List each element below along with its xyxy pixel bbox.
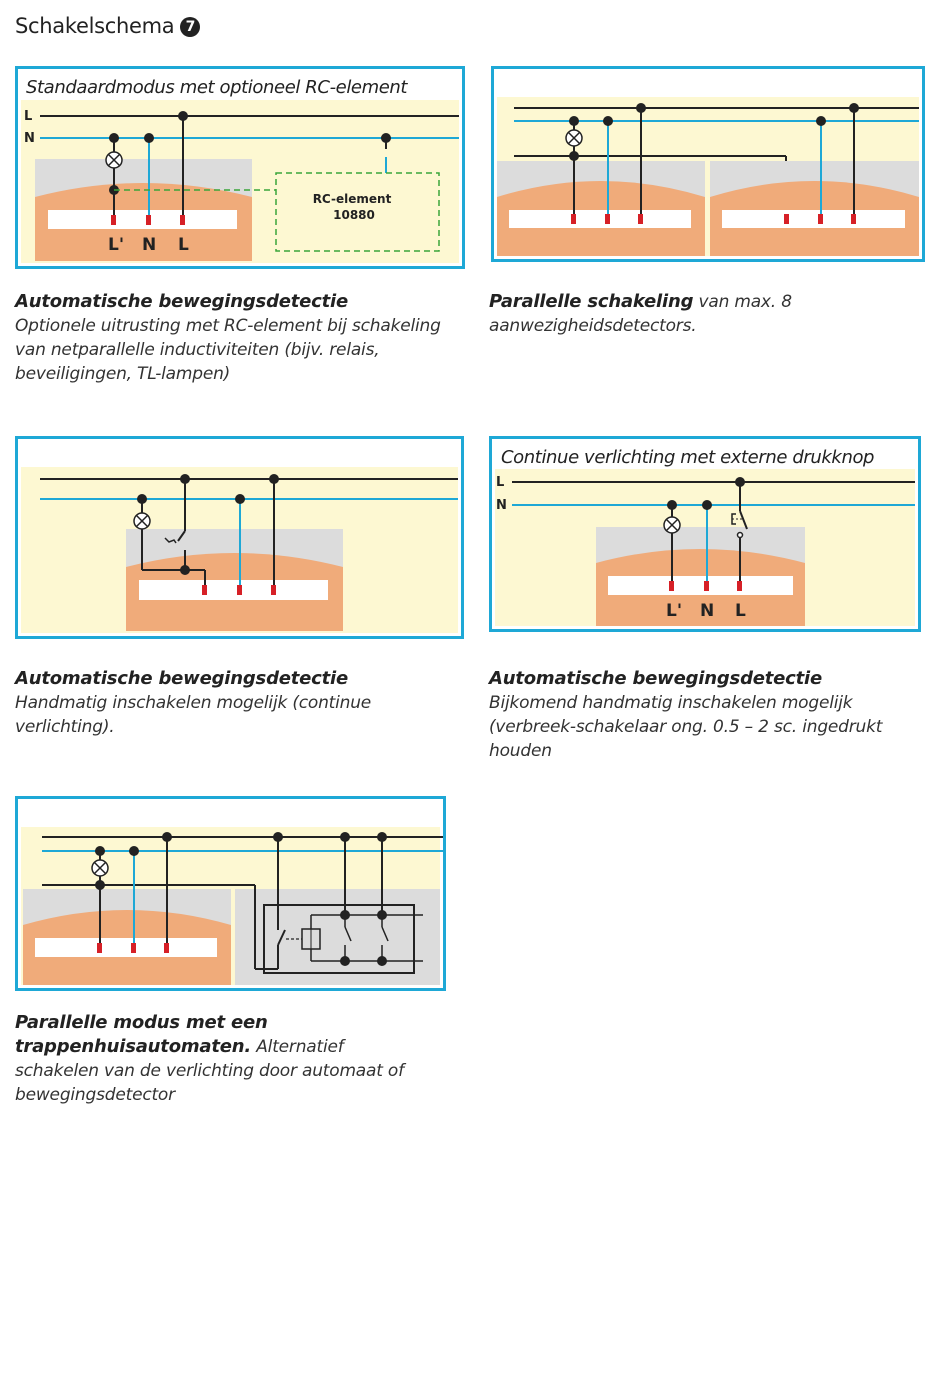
rc-element-label: RC-element	[313, 192, 392, 206]
line-label-n: N	[496, 498, 507, 513]
diagram-standard-mode: Standaardmodus met optioneel RC-element …	[15, 66, 465, 269]
terminal-label-l: L	[735, 601, 746, 621]
line-label-l: L	[24, 109, 32, 124]
line-label-l: L	[496, 475, 504, 490]
caption-text: Bijkomend handmatig inschakelen mogelijk…	[489, 693, 883, 761]
terminal-label-l: L	[178, 235, 189, 255]
rc-element-box	[275, 172, 440, 252]
diagram-title: Continue verlichting met externe drukkno…	[501, 447, 874, 468]
caption-text: Optionele uitrusting met RC-element bij …	[15, 316, 441, 384]
caption-heading: Automatische bewegingsdetectie	[15, 291, 349, 312]
line-label-n: N	[24, 131, 35, 146]
caption-heading: Parallelle modus met een trappenhuisauto…	[15, 1012, 268, 1057]
push-button-icon	[739, 510, 748, 530]
rc-element-number: 10880	[333, 208, 375, 222]
caption-text: Handmatig inschakelen mogelijk (continue…	[15, 693, 372, 737]
caption-heading: Automatische bewegingsdetectie	[15, 668, 349, 689]
diagram-title: Standaardmodus met optioneel RC-element	[26, 77, 408, 98]
diagram-parallel	[491, 66, 925, 262]
caption-parallel: Parallelle schakeling van max. 8 aanwezi…	[489, 290, 889, 338]
staircase-timer-unit	[263, 904, 415, 974]
caption-heading: Parallelle schakeling	[489, 291, 694, 312]
diagram-continuous-light: Continue verlichting met externe drukkno…	[489, 436, 921, 632]
caption-text: Alternatief schakelen van de verlichting…	[15, 1037, 404, 1105]
push-button-icon	[164, 537, 177, 544]
diagram-manual-switch	[15, 436, 464, 639]
terminal-label-lprime: L'	[108, 235, 124, 255]
terminal-label-n: N	[142, 235, 156, 255]
caption-staircase-timer: Parallelle modus met een trappenhuisauto…	[15, 1011, 425, 1107]
diagram-staircase-timer	[15, 796, 446, 991]
step-number-badge: 7	[180, 17, 201, 37]
terminal-block	[48, 210, 237, 229]
caption-heading: Automatische bewegingsdetectie	[489, 668, 823, 689]
terminal-label-lprime: L'	[666, 601, 682, 621]
terminal-label-n: N	[700, 601, 714, 621]
caption-text: van max. 8 aanwezigheidsdetectors.	[489, 292, 792, 336]
